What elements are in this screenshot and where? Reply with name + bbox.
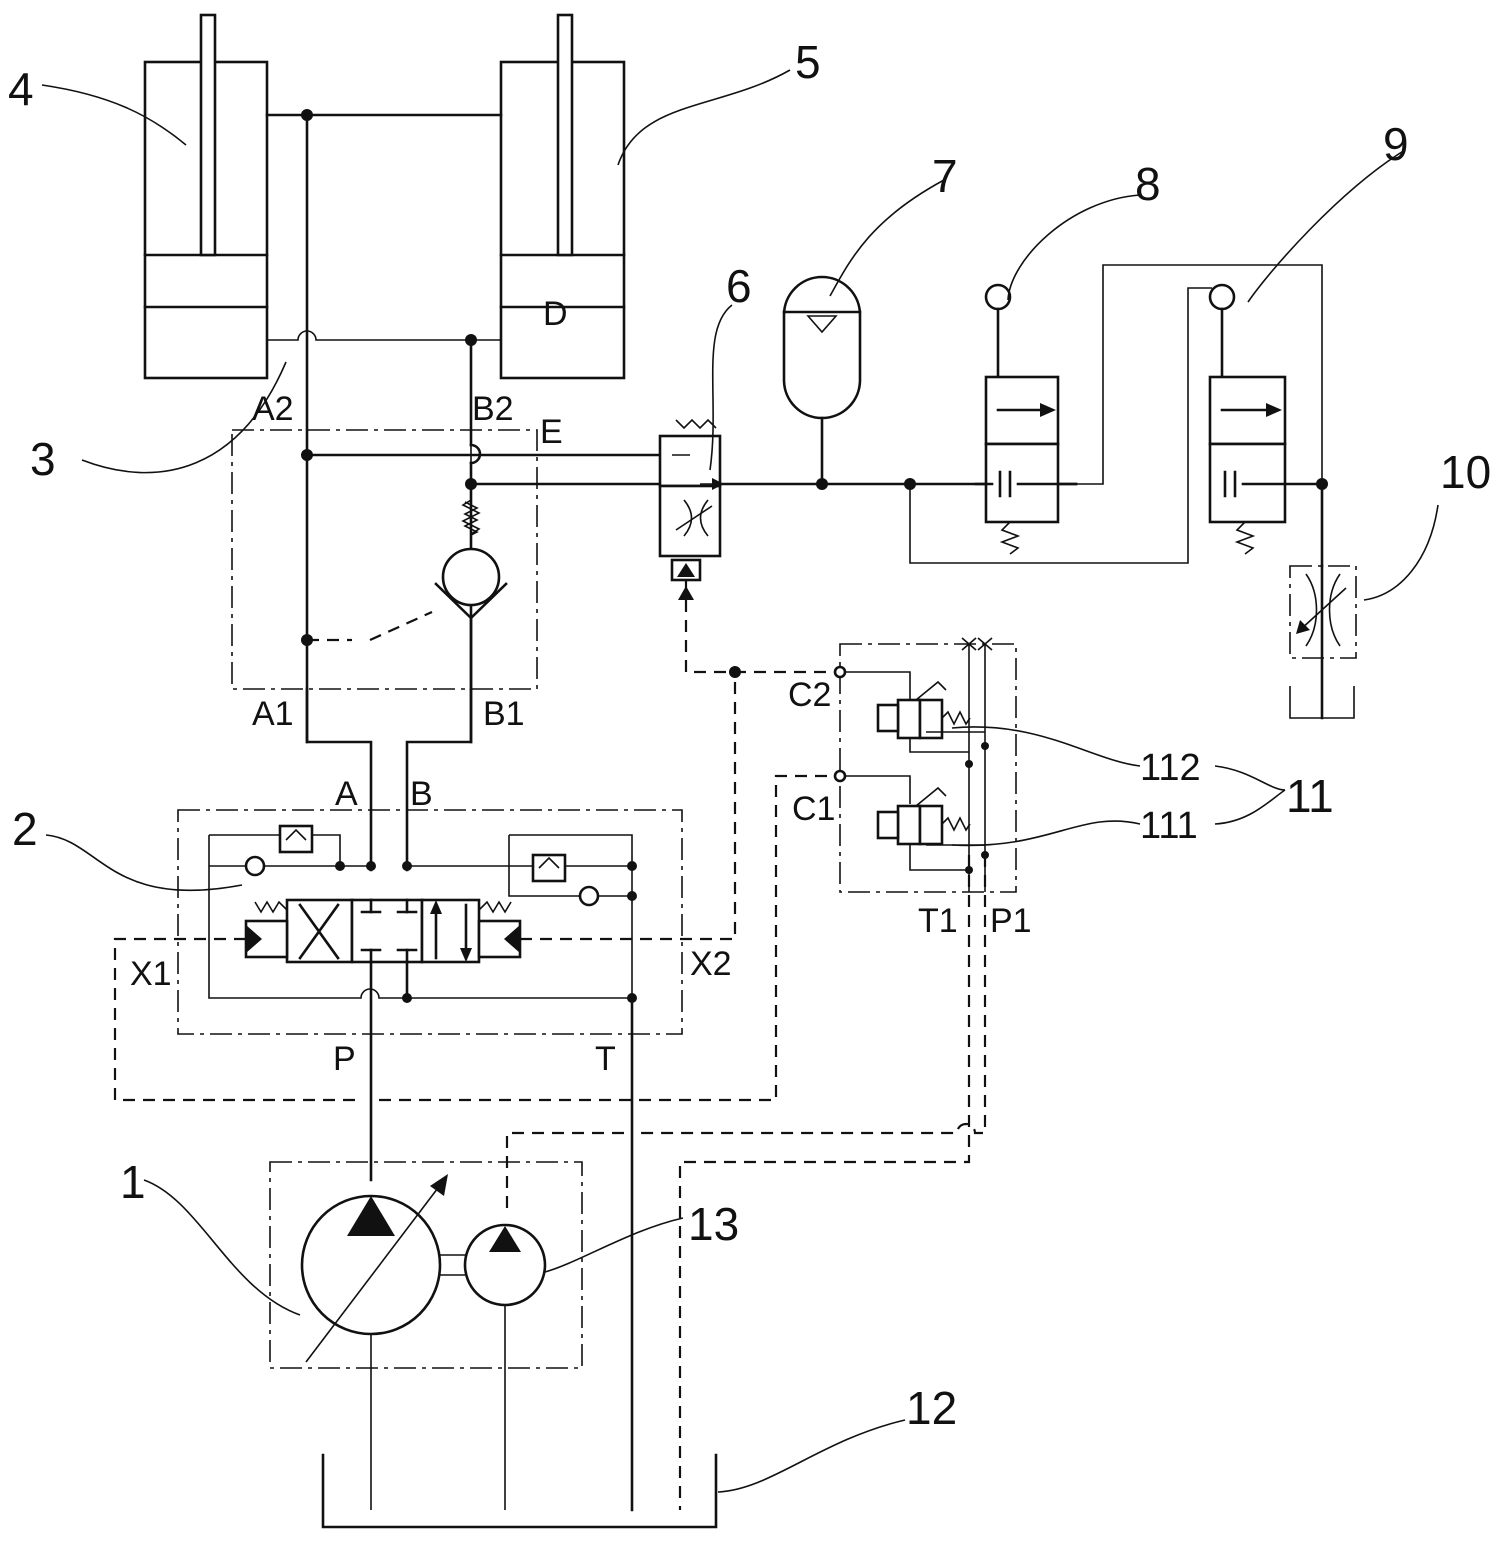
- label-2: 2: [12, 803, 38, 855]
- label-12: 12: [906, 1382, 957, 1434]
- cylinder-4: [143, 13, 269, 380]
- label-13: 13: [688, 1198, 739, 1250]
- pilot-valve-group-11: [833, 637, 1017, 893]
- port-C1: C1: [792, 790, 835, 828]
- tank-12: [321, 1453, 718, 1529]
- port-A2: A2: [252, 390, 294, 428]
- valve-9: [1076, 264, 1328, 568]
- label-1: 1: [120, 1156, 146, 1208]
- port-T1: T1: [918, 902, 958, 940]
- port-T: T: [595, 1040, 616, 1078]
- a1-b1-lines: [305, 687, 473, 872]
- label-7: 7: [932, 150, 958, 202]
- port-A: A: [335, 775, 358, 813]
- label-112: 112: [1140, 747, 1201, 789]
- port-A1: A1: [252, 695, 294, 733]
- valve-8: [904, 283, 1212, 564]
- port-X1: X1: [130, 955, 172, 993]
- label-11: 11: [1286, 770, 1334, 822]
- leader-lines: [41, 69, 1439, 1493]
- label-5: 5: [795, 36, 821, 88]
- pilot-lines: [113, 580, 987, 1510]
- label-10: 10: [1440, 446, 1491, 498]
- component-labels: 4 5 3 2 6 7 8 9 10 11 112 111 1 13 12: [8, 36, 1491, 1434]
- directional-valve-2: [177, 809, 683, 1512]
- cylinder-5: [499, 13, 626, 380]
- valve-block-3: [231, 350, 678, 691]
- port-B2: B2: [472, 390, 514, 428]
- label-9: 9: [1383, 118, 1409, 170]
- port-labels: A2 B2 E D A1 B1 A B X1 X2 P T C2 C1 T1 P…: [130, 295, 1032, 1078]
- label-6: 6: [726, 260, 752, 312]
- pump-1: [269, 1161, 583, 1510]
- port-D: D: [543, 295, 568, 333]
- label-3: 3: [30, 433, 56, 485]
- port-B: B: [410, 775, 433, 813]
- port-P1: P1: [990, 902, 1032, 940]
- port-B1: B1: [483, 695, 525, 733]
- port-P: P: [333, 1040, 356, 1078]
- port-X2: X2: [690, 945, 732, 983]
- label-4: 4: [8, 63, 34, 115]
- accumulator-7: [782, 275, 862, 490]
- label-8: 8: [1135, 158, 1161, 210]
- flow-valve-6: [658, 418, 1078, 582]
- pump-13: [440, 1223, 547, 1510]
- port-E: E: [540, 413, 563, 451]
- port-C2: C2: [788, 676, 831, 714]
- cylinder-lines: [265, 109, 503, 744]
- label-111: 111: [1140, 805, 1198, 847]
- throttle-10: [1289, 564, 1357, 720]
